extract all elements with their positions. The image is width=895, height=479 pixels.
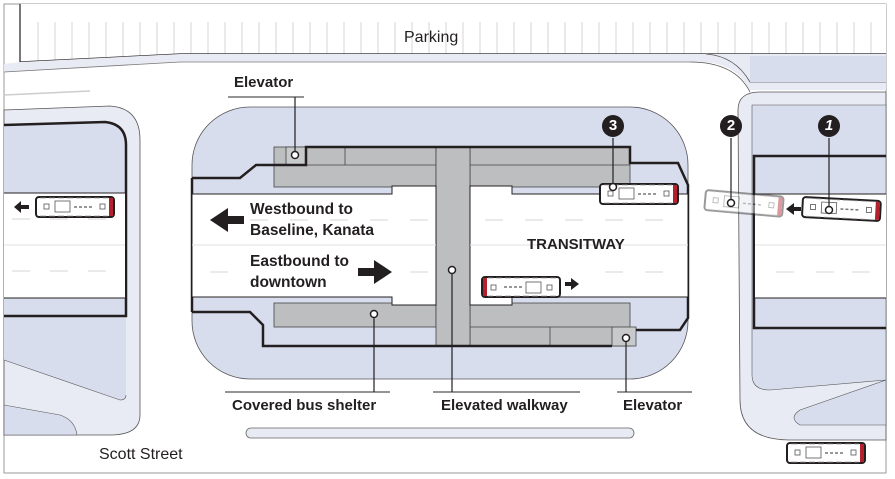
callout-dot-icon xyxy=(621,333,631,343)
westbound-label-line2: Baseline, Kanata xyxy=(250,222,375,239)
callout-covered-bus-shelter: Covered bus shelter xyxy=(232,397,377,414)
right-block xyxy=(737,91,887,441)
eastbound-label-line2: downtown xyxy=(250,274,327,291)
callout-elevator-top: Elevator xyxy=(234,74,294,91)
westbound-label-line1: Westbound to xyxy=(250,201,354,218)
scott-street-label: Scott Street xyxy=(99,446,183,463)
parking-label: Parking xyxy=(404,29,459,46)
bus-icon xyxy=(800,196,882,223)
arrow-left-icon xyxy=(210,208,244,232)
arrow-right-icon xyxy=(565,278,579,290)
marker-1: 1 xyxy=(818,115,840,137)
eastbound-label-line1: Eastbound to xyxy=(250,253,350,270)
callout-elevated-walkway: Elevated walkway xyxy=(441,397,568,414)
left-block xyxy=(3,105,141,436)
callout-dot-icon xyxy=(824,205,834,215)
bus-icon xyxy=(786,442,866,464)
callout-dot-icon xyxy=(726,198,736,208)
callout-dot-icon xyxy=(608,182,618,192)
bus-icon xyxy=(35,196,115,218)
elevated-walkway xyxy=(435,146,471,347)
callout-elevator-bottom: Elevator xyxy=(623,397,683,414)
arrow-right-icon xyxy=(358,260,392,284)
transitway-label: TRANSITWAY xyxy=(527,236,625,253)
marker-2: 2 xyxy=(720,115,742,137)
callout-dot-icon xyxy=(369,309,379,319)
marker-3: 3 xyxy=(602,115,624,137)
arrow-left-icon xyxy=(14,201,29,213)
arrow-left-icon xyxy=(786,203,801,215)
callout-dot-icon xyxy=(447,265,457,275)
median-island xyxy=(245,427,635,439)
bus-icon xyxy=(481,276,561,298)
callout-dot-icon xyxy=(290,150,300,160)
station-block xyxy=(190,106,690,380)
